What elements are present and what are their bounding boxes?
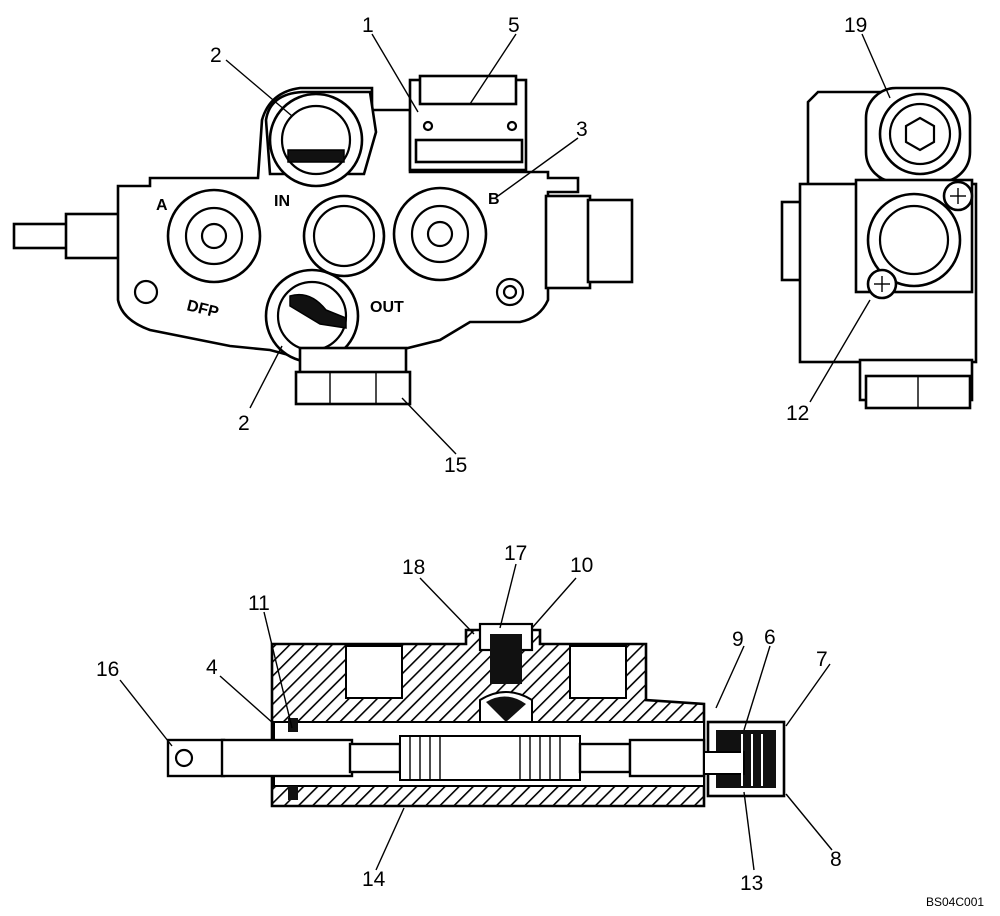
callout-15: 15 (444, 454, 467, 477)
callout-2-top: 2 (210, 44, 222, 67)
front-leaders (225, 33, 579, 455)
callout-7: 7 (816, 648, 828, 671)
port-letter-in: IN (274, 193, 290, 210)
valve-front-view: A IN B DFP OUT (12, 74, 634, 406)
center-plug (302, 194, 386, 278)
valve-section-view (166, 622, 786, 808)
callout-14: 14 (362, 868, 386, 891)
callout-5: 5 (508, 14, 520, 37)
callout-16: 16 (96, 658, 119, 681)
port-letter-b: B (488, 191, 500, 208)
callout-19: 19 (844, 14, 867, 37)
callout-2-bottom: 2 (238, 412, 250, 435)
port-letter-out: OUT (370, 299, 404, 316)
callout-4: 4 (206, 656, 218, 679)
relief-cap (878, 92, 962, 176)
callout-10: 10 (570, 554, 593, 577)
port-letter-a: A (156, 197, 168, 214)
callout-18: 18 (402, 556, 425, 579)
spool (220, 738, 354, 778)
spool-stub (12, 222, 70, 250)
callout-numbers: 1 5 2 3 2 15 19 12 18 17 10 11 16 4 9 6 … (96, 14, 867, 895)
callout-11: 11 (248, 592, 270, 615)
callout-13: 13 (740, 872, 763, 895)
callout-1: 1 (362, 14, 374, 37)
callout-17: 17 (504, 542, 527, 565)
work-port-a (166, 188, 262, 284)
callout-6: 6 (764, 626, 776, 649)
callout-3: 3 (576, 118, 588, 141)
work-port-b (392, 186, 488, 282)
side-leaders (809, 33, 891, 403)
drawing-reference-id: BS04C001 (926, 895, 984, 909)
section-leaders (119, 563, 833, 871)
valve-side-view (780, 86, 978, 410)
callout-12: 12 (786, 402, 809, 425)
callout-9: 9 (732, 628, 744, 651)
callout-8: 8 (830, 848, 842, 871)
